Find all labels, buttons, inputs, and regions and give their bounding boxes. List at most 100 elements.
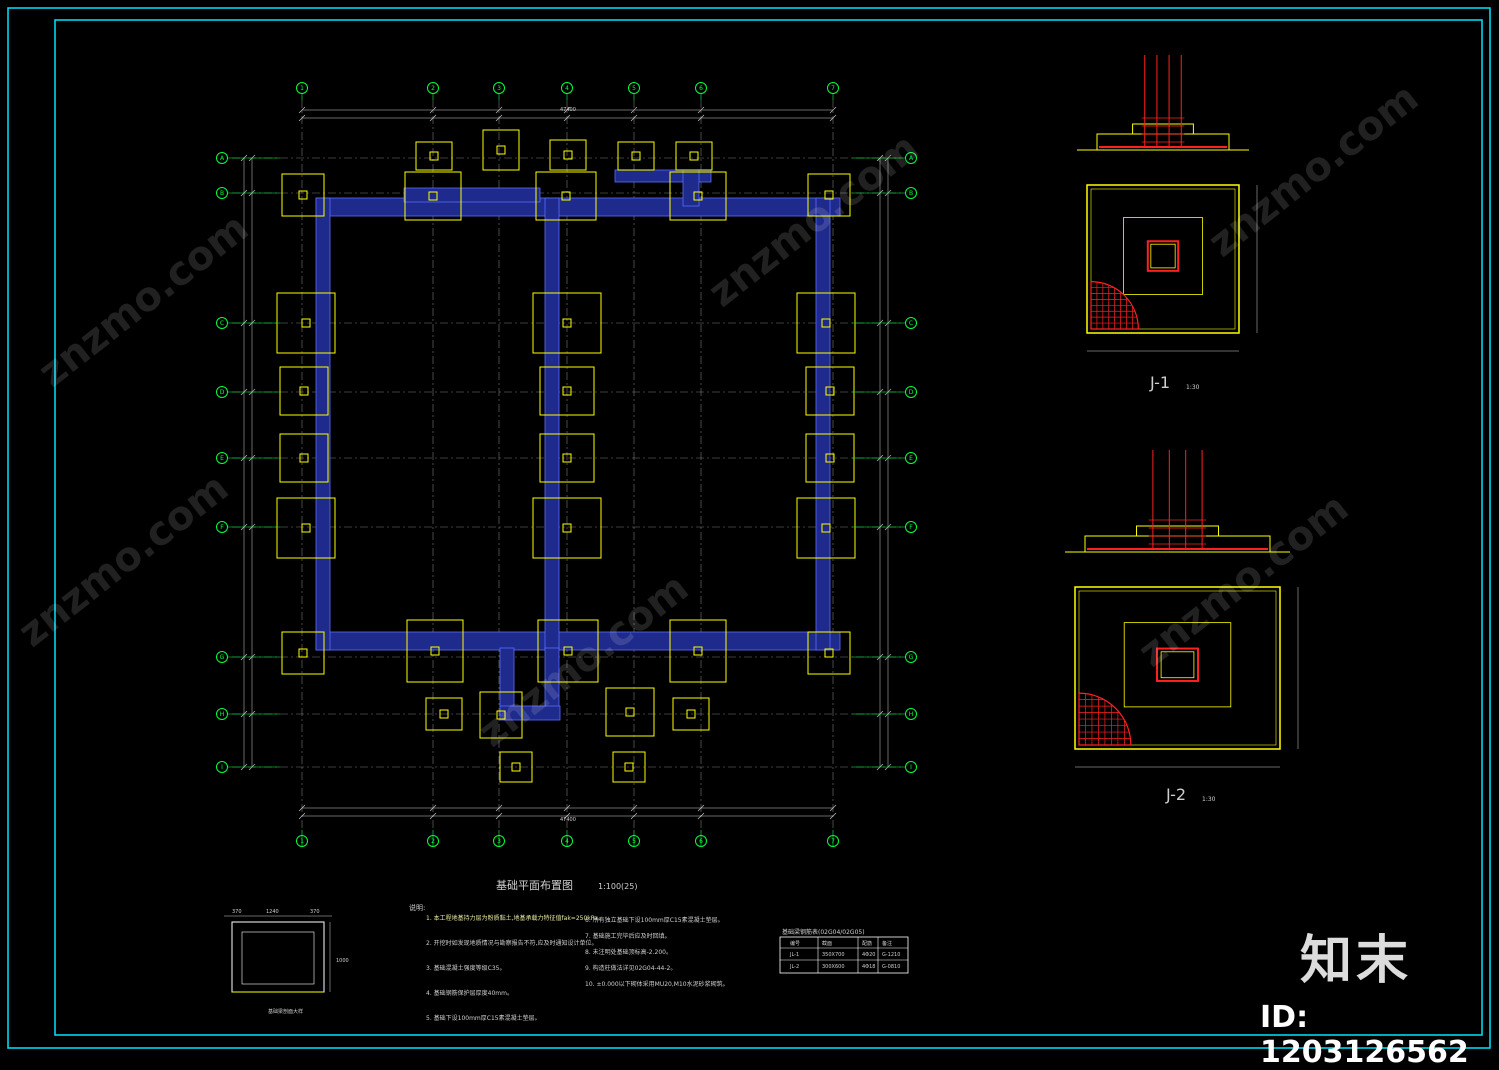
footing [479, 691, 523, 739]
table-frame [779, 936, 909, 974]
note-line: 8. 未注明处基础顶标高-2.200。 [585, 948, 672, 956]
detail-label-j2: J-2 [1165, 785, 1186, 804]
dimension-tick [829, 114, 837, 122]
detail-j1-plan-column [1146, 240, 1180, 272]
axis-bubble [905, 152, 917, 164]
tie-beam [315, 197, 841, 217]
footing [537, 619, 599, 683]
column-pier [428, 191, 438, 201]
axis-label: H [909, 711, 914, 718]
note-line: 9. 构造柱做法详见02G04-44-2。 [585, 964, 676, 972]
footing [532, 292, 602, 354]
notes-heading: 说明: [409, 903, 425, 912]
table-cell: G-1210 [882, 952, 900, 958]
detail-scale-j1: 1:30 [1186, 384, 1200, 391]
axis-label: 5 [632, 85, 636, 92]
column-pier [562, 318, 572, 328]
dimension-tick [829, 106, 837, 114]
dimension-tick [495, 804, 503, 812]
sheet-frame-outer [7, 7, 1491, 1049]
axis-label: B [220, 190, 224, 197]
footing [415, 141, 453, 171]
note-line: 3. 基础混凝土强度等级C35。 [426, 964, 505, 972]
note-line: 5. 基础下设100mm厚C15素混凝土垫层。 [426, 1014, 541, 1022]
detail-j1-plan-step [1123, 217, 1203, 295]
footing [807, 173, 851, 217]
axis-label: D [220, 389, 225, 396]
axis-bubble [493, 82, 505, 94]
axis-label: A [220, 155, 225, 162]
detail-scale-j2: 1:30 [1202, 796, 1216, 803]
brand-id: ID: 1203126562 [1260, 1000, 1469, 1070]
footing [482, 129, 520, 171]
notes-col-2: 6. 所有独立基础下设100mm厚C15素混凝土垫层。 7. 基础施工完毕后应及… [585, 916, 729, 988]
axis-label: B [909, 190, 913, 197]
footing [805, 366, 855, 416]
table-header-cell: 截面 [822, 940, 832, 947]
detail-j2-plan-column-inner [1160, 651, 1195, 679]
axis-bubble [827, 835, 839, 847]
footing [539, 433, 595, 483]
dimension-tick [829, 812, 837, 820]
detail-label-j1: J-1 [1149, 373, 1170, 392]
axis-label: 2 [431, 85, 435, 92]
overall-dim-bottom: 47400 [560, 817, 576, 823]
dimension-tick [495, 812, 503, 820]
note-line: 2. 开挖时如发现地质情况与勘察报告不符,应及时通知设计单位。 [426, 939, 598, 947]
column-pier [563, 150, 573, 160]
section-inner [241, 931, 315, 985]
column-pier [631, 151, 641, 161]
table-header-cell: 备注 [882, 940, 892, 947]
detail-j1-upper-step [1132, 123, 1194, 135]
axis-label: 4 [565, 838, 569, 845]
table-header-cell: 配筋 [862, 940, 872, 947]
axis-bubble [695, 835, 707, 847]
axis-label: I [221, 764, 223, 771]
axis-label: 2 [431, 838, 435, 845]
dimension-tick [298, 804, 306, 812]
section-dims: 370 1240 370 1000 [232, 909, 349, 964]
axis-bubble [905, 386, 917, 398]
column-pier [563, 646, 573, 656]
axis-bubble [216, 187, 228, 199]
table-cell: G-0810 [882, 964, 900, 970]
axis-bubble [628, 82, 640, 94]
dimension-tick [829, 804, 837, 812]
dimension-tick [697, 812, 705, 820]
footing [276, 497, 336, 559]
overall-dim-top: 47400 [560, 107, 576, 113]
axis-bubble [628, 835, 640, 847]
detail-j2-plan-step [1123, 622, 1232, 708]
notes-col-1: 1. 本工程地基持力层为粉质黏土,地基承载力特征值fak=250kPa。 2. … [426, 914, 604, 1022]
column-pier [511, 762, 521, 772]
axis-label: F [220, 524, 224, 531]
axis-bubble [427, 82, 439, 94]
footing [499, 751, 533, 783]
plan-title: 基础平面布置图 [496, 879, 573, 892]
axis-label: D [909, 389, 914, 396]
axis-label: C [909, 320, 913, 327]
column-pier [299, 386, 309, 396]
detail-j1-plan-column-inner [1150, 243, 1176, 269]
axis-bubble [493, 835, 505, 847]
axis-bubble [216, 708, 228, 720]
footing [675, 141, 713, 171]
footing [281, 631, 325, 675]
bottom-panel [224, 915, 909, 993]
axis-label: G [220, 654, 225, 661]
dimension-tick [429, 114, 437, 122]
axis-bubble [905, 761, 917, 773]
axis-bubble [561, 82, 573, 94]
detail-j2-plan-column [1156, 647, 1199, 682]
axis-bubble [216, 651, 228, 663]
column-pier [825, 386, 835, 396]
footing [425, 697, 463, 731]
tie-beam [544, 197, 560, 651]
rebar-table: 编号 截面 配筋 备注 JL-1 350X700 4Φ20 G-1210 JL-… [789, 940, 900, 970]
column-pier [298, 648, 308, 658]
footing [404, 171, 462, 221]
footing [669, 619, 727, 683]
note-line: 1. 本工程地基持力层为粉质黏土,地基承载力特征值fak=250kPa。 [426, 914, 604, 922]
axis-bubble [905, 317, 917, 329]
